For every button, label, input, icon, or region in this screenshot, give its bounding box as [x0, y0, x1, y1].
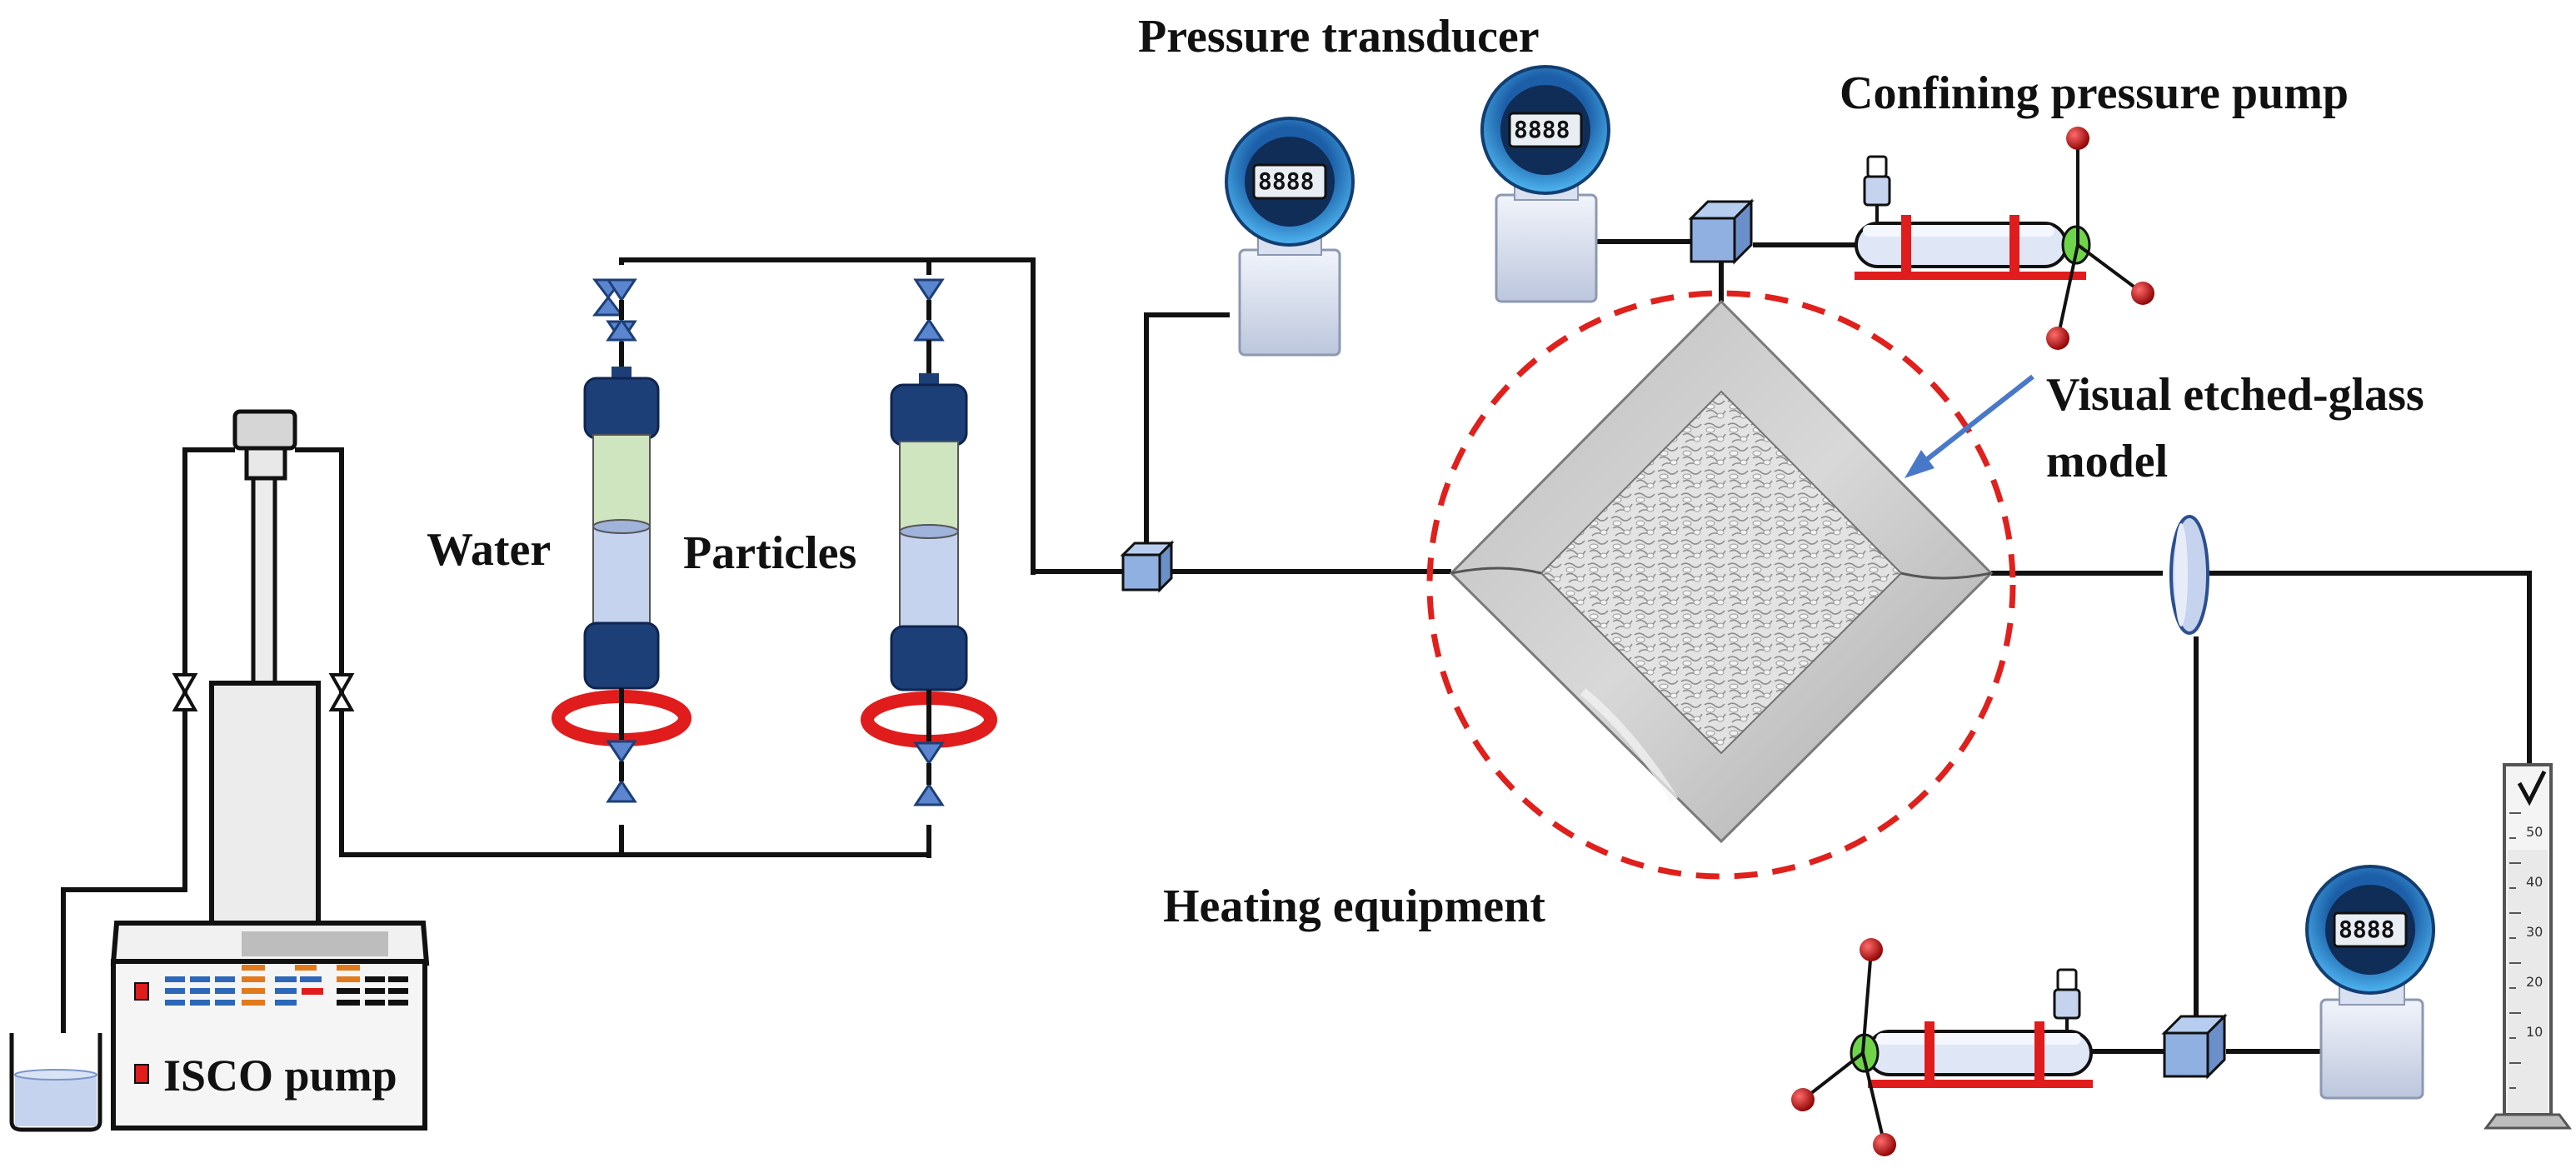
pump-valve-right	[328, 673, 355, 711]
connector-top	[1688, 198, 1755, 265]
label-water: Water	[427, 524, 552, 576]
water-beaker	[9, 1033, 102, 1132]
cylinder-tick-30: 30	[2526, 924, 2543, 940]
particles-container	[861, 278, 997, 806]
water-container	[552, 278, 691, 803]
label-particles: Particles	[683, 527, 857, 579]
gauge-readout-3: 8888	[2339, 916, 2395, 943]
connector-main	[1120, 540, 1175, 593]
label-pressure-transducer: Pressure transducer	[1138, 11, 1540, 62]
label-isco-pump: ISCO pump	[163, 1051, 397, 1101]
pressure-transducer-3	[2305, 865, 2435, 1100]
isco-pump	[110, 409, 430, 1131]
connector-bottom	[2161, 1013, 2228, 1080]
pressure-transducer-1	[1225, 117, 1355, 357]
cylinder-tick-50: 50	[2526, 824, 2543, 840]
outlet-filter	[2169, 515, 2209, 635]
pressure-transducer-2	[1480, 65, 1610, 303]
confining-pressure-pump-top	[1855, 127, 2154, 350]
model-pointer-arrow	[1905, 374, 2034, 478]
confining-pressure-pump-bottom	[1791, 938, 2093, 1156]
label-confining-pressure-pump: Confining pressure pump	[1840, 67, 2349, 119]
water-top-valve	[606, 278, 637, 342]
graduated-cylinder: 50 40 30 20 10	[2484, 763, 2572, 1130]
pump-keypad	[134, 965, 408, 1084]
label-visual-model-line1: Visual etched-glass	[2046, 369, 2424, 421]
label-heating-equipment: Heating equipment	[1163, 881, 1545, 932]
cylinder-tick-40: 40	[2526, 874, 2543, 890]
cylinder-tick-20: 20	[2526, 974, 2543, 990]
gauge-readout-2: 8888	[1514, 116, 1570, 143]
label-visual-model-line2: model	[2046, 436, 2169, 487]
etched-glass-model	[1449, 299, 1994, 844]
cylinder-tick-10: 10	[2526, 1024, 2543, 1040]
heating-equipment-circle	[1426, 290, 2016, 880]
pump-valve-left	[172, 673, 198, 711]
gauge-readout-1: 8888	[1258, 167, 1315, 195]
